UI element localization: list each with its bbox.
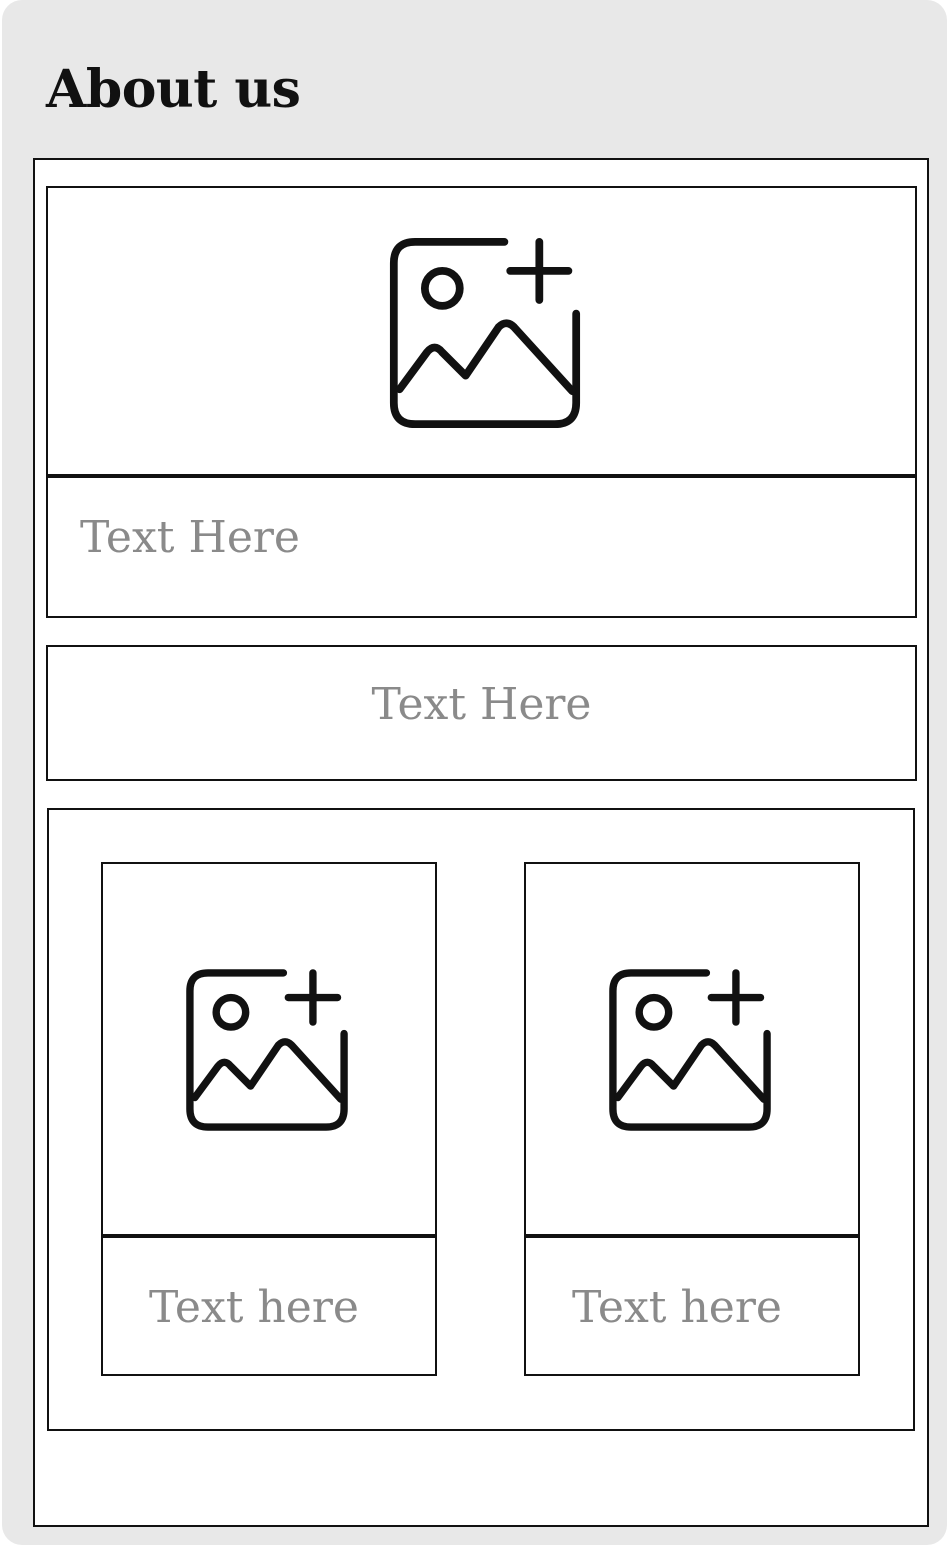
banner-text: Text Here [371,679,592,730]
add-image-icon [608,968,772,1132]
gallery-card-divider [526,1234,858,1238]
hero-card: Text Here [46,186,917,618]
hero-caption[interactable]: Text Here [80,512,300,563]
gallery-card-caption[interactable]: Text here [572,1282,782,1333]
gallery-card-caption[interactable]: Text here [149,1282,359,1333]
text-banner[interactable]: Text Here [46,645,917,781]
gallery-image-slot[interactable] [526,864,858,1234]
hero-divider [48,474,915,478]
gallery-card: Text here [524,862,860,1376]
gallery-card-divider [103,1234,435,1238]
content-panel: Text Here Text Here [33,158,929,1527]
page-title: About us [46,59,301,120]
gallery-card: Text here [101,862,437,1376]
add-image-icon [388,236,582,430]
gallery-section: Text here Text here [47,808,915,1431]
add-image-icon [185,968,349,1132]
gallery-image-slot[interactable] [103,864,435,1234]
hero-image-slot[interactable] [48,188,915,474]
